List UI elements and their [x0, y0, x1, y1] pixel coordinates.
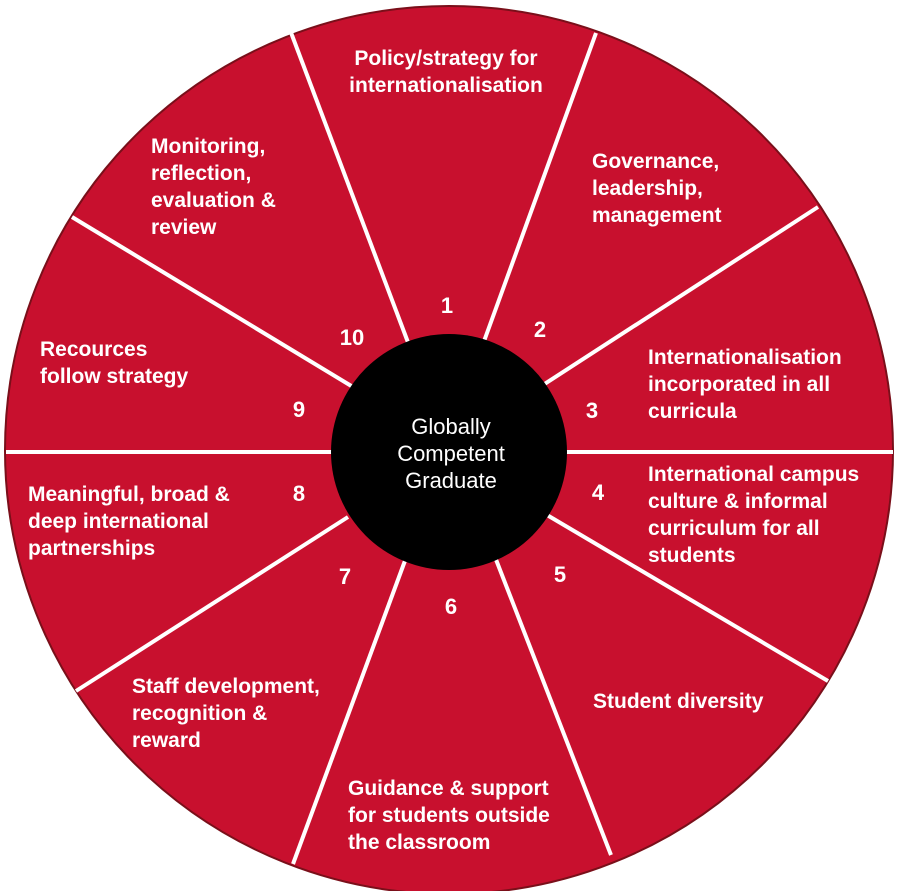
divider-line [481, 32, 598, 345]
segment-number-3: 3 [585, 398, 599, 423]
segment-label-student-diversity: Student diversity [593, 690, 764, 713]
divider-line [291, 557, 408, 865]
segment-label-resources: Recources follow strategy [40, 338, 189, 388]
segment-label-partnerships: Meaningful, broad & deep international p… [28, 483, 230, 560]
segment-number-7: 7 [338, 564, 352, 589]
divider-line [545, 513, 830, 683]
segment-number-6: 6 [444, 594, 458, 619]
segment-label-guidance: Guidance & support for students outside … [348, 777, 550, 854]
segment-label-policy: Policy/strategy for internationalisation [349, 47, 543, 97]
divider-line [74, 515, 350, 693]
divider-line [282, 13, 411, 346]
segment-label-staff-development: Staff development, recognition & reward [132, 675, 320, 752]
divider-line [541, 205, 820, 387]
divider-line [493, 556, 613, 856]
segment-label-campus-culture: International campus culture & informal … [648, 463, 860, 567]
segment-number-8: 8 [292, 481, 306, 506]
center-hub-label: Globally Competent Graduate [397, 414, 505, 493]
segment-label-curricula: Internationalisation incorporated in all… [648, 346, 842, 423]
segment-label-monitoring: Monitoring, reflection, evaluation & rev… [151, 135, 276, 239]
segment-number-4: 4 [591, 480, 605, 505]
segment-number-9: 9 [292, 397, 306, 422]
segment-number-10: 10 [339, 325, 365, 350]
segment-label-governance: Governance, leadership, management [592, 150, 722, 227]
segment-number-2: 2 [533, 317, 547, 342]
divider-line [70, 215, 355, 389]
center-hub [331, 334, 567, 570]
segment-number-5: 5 [553, 562, 567, 587]
segment-number-1: 1 [440, 293, 454, 318]
